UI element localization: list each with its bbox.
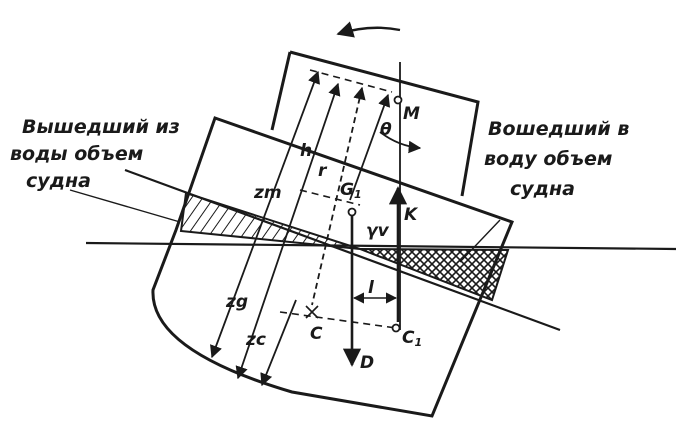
label-c: C [310, 324, 323, 344]
left-caption-line-1: Вышедший из [22, 116, 180, 138]
label-k: K [404, 205, 418, 225]
label-theta: θ [380, 120, 392, 140]
label-l: l [368, 278, 374, 298]
submerged-wedge [359, 248, 510, 302]
label-m: M [403, 104, 420, 124]
right-caption-line-1: Вошедший в [488, 118, 630, 140]
left-caption-line-3: судна [26, 170, 91, 192]
rotation-arrow [336, 21, 401, 38]
point-c-cross [305, 305, 319, 319]
point-m [393, 95, 403, 105]
label-g1: G1 [340, 180, 362, 201]
horizontal-waterline [85, 241, 677, 251]
hull-outline [151, 116, 514, 418]
point-c1 [391, 323, 401, 333]
label-gamma-v: γv [366, 221, 389, 241]
r-dimension [311, 86, 366, 306]
right-caption-line-3: судна [510, 178, 575, 200]
label-h: h [300, 141, 313, 161]
h-dimension [349, 93, 391, 201]
label-c1: C1 [402, 328, 423, 349]
deckhouse-left-wall [270, 51, 292, 131]
label-d: D [360, 353, 375, 373]
inclined-waterline [124, 168, 561, 332]
left-leader [69, 189, 181, 223]
c-dashed-extension [279, 311, 397, 329]
label-zg: zg [226, 292, 249, 312]
label-zm: zm [254, 183, 282, 203]
label-r: r [318, 161, 327, 181]
point-g1 [347, 207, 357, 217]
zg-dimension [235, 82, 341, 380]
right-leader [459, 219, 501, 263]
g-dashed-extension [299, 189, 361, 206]
left-caption-line-2: воды объем [10, 143, 144, 165]
label-zc: zc [246, 330, 266, 350]
right-caption-line-2: воду объем [484, 148, 613, 170]
top-dashed-extension [309, 69, 393, 93]
zc-dimension [260, 299, 297, 387]
theta-arc [379, 131, 422, 154]
deckhouse [289, 50, 480, 197]
